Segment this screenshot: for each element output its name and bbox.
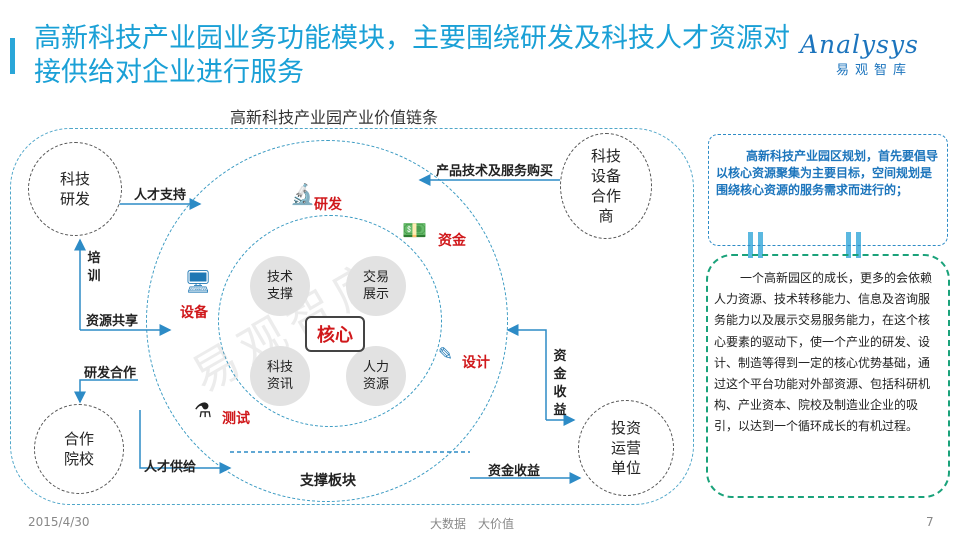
logo-sub-text: 易观智库 xyxy=(836,63,913,78)
microscope-icon: 🔬 xyxy=(290,182,315,206)
flow-label-resource-share: 资源共享 xyxy=(86,314,139,329)
flow-label-capital-return-h: 资金收益 xyxy=(488,464,541,479)
node-equipment-partner: 科技 设备 合作 商 xyxy=(560,133,652,239)
core-label: 核心 xyxy=(305,316,365,352)
growth-note-box xyxy=(706,254,950,498)
ring-label-design: 设计 xyxy=(462,355,490,371)
node-investor: 投资 运营 单位 xyxy=(578,400,674,496)
arrow-capital-return-v xyxy=(506,324,547,420)
core-circle xyxy=(218,215,442,427)
chain-title: 高新科技产业园产业价值链条 xyxy=(230,108,439,127)
money-icon: 💵 xyxy=(402,218,427,242)
ring-circle xyxy=(146,140,508,502)
computer-icon: 🖥 xyxy=(184,270,212,295)
footer-date: 2015/4/30 xyxy=(28,515,90,529)
page-title: 高新科技产业园业务功能模块，主要围绕研发及科技人才资源对接供给对企业进行服务 xyxy=(34,23,790,88)
flow-label-training: 培 训 xyxy=(87,251,101,284)
ring-label-capital: 资金 xyxy=(438,233,466,249)
ring-label-test: 测试 xyxy=(222,411,250,427)
flow-label-support-block: 支撑板块 xyxy=(300,473,356,489)
flow-label-talent-supply: 人才供给 xyxy=(144,460,197,475)
flow-label-talent-support: 人才支持 xyxy=(134,188,187,203)
pencil-icon: ✎ xyxy=(438,344,454,365)
planning-note-text: 高新科技产业园区规划，首先要倡导以核心资源聚集为主要目标，空间规划是围绕核心资源… xyxy=(716,149,939,197)
title-accent-bar xyxy=(10,38,15,74)
bubble-trade-show: 交易 展示 xyxy=(346,256,406,316)
ring-label-rd: 研发 xyxy=(314,197,342,213)
flow-label-product-purchase: 产品技术及服务购买 xyxy=(436,164,554,179)
logo-main-text: Analysys xyxy=(800,30,919,59)
flow-label-capital-return-v: 资 金 收 益 xyxy=(553,349,567,418)
arrow-talent-supply xyxy=(139,410,232,474)
arrow-rd-coop xyxy=(74,379,138,404)
planning-note-box xyxy=(708,134,948,246)
flask-icon: ⚗ xyxy=(194,398,212,422)
bubble-human-resources: 人力 资源 xyxy=(346,346,406,406)
growth-note-text: 一个高新园区的成长，更多的会依赖人力资源、技术转移能力、信息及咨询服务能力以及展… xyxy=(714,271,933,434)
node-rd: 科技 研发 xyxy=(28,142,122,236)
bubble-tech-support: 技术 支撑 xyxy=(250,256,310,316)
bubble-tech-info: 科技 资讯 xyxy=(250,346,310,406)
analysys-logo: Analysys 易观智库 xyxy=(800,30,950,78)
value-chain-outer-box xyxy=(10,128,694,505)
footer-page-number: 7 xyxy=(926,515,934,529)
ring-label-equipment: 设备 xyxy=(180,305,208,321)
footer-slogan: 大数据 大价值 xyxy=(430,517,515,531)
flow-label-rd-coop: 研发合作 xyxy=(84,366,137,381)
node-school: 合作 院校 xyxy=(34,404,124,494)
